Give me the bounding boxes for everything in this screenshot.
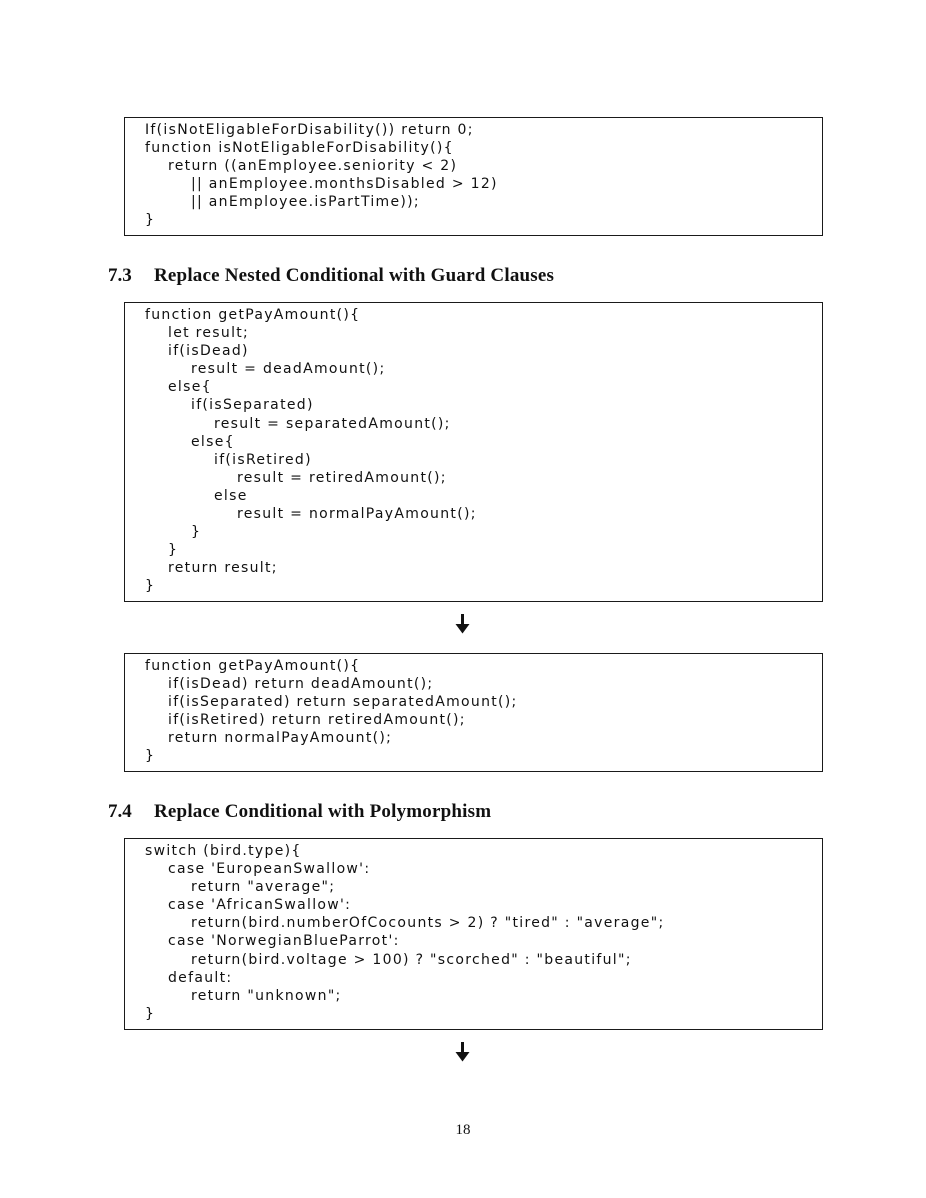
code-line: } (145, 1005, 156, 1022)
code-line: if(isRetired) return retiredAmount(); (145, 712, 466, 729)
section-heading-7-4: 7.4 Replace Conditional with Polymorphism (108, 801, 491, 823)
code-line: function isNotEligableForDisability(){ (145, 140, 454, 157)
code-line: } (145, 748, 156, 765)
code-line: if(isRetired) (145, 451, 312, 468)
code-block-nested-conditional: function getPayAmount(){ let result; if(… (124, 302, 823, 602)
section-heading-7-3: 7.3 Replace Nested Conditional with Guard… (108, 265, 554, 287)
code-line: function getPayAmount(){ (145, 658, 361, 674)
code-line: switch (bird.type){ (145, 843, 302, 859)
code-line: } (145, 578, 156, 595)
code-line: return result; (145, 560, 278, 577)
code-line: result = retiredAmount(); (145, 469, 447, 486)
code-line: else{ (145, 433, 235, 450)
arrow-down-icon (455, 1042, 470, 1062)
code-line: result = deadAmount(); (145, 361, 386, 378)
code-line: return ((anEmployee.seniority < 2) (145, 158, 458, 175)
code-line: } (145, 542, 179, 559)
code-block-guard-clauses: function getPayAmount(){ if(isDead) retu… (124, 653, 823, 772)
arrow-down-icon (455, 614, 470, 634)
code-line: return "average"; (145, 879, 336, 896)
code-block-disability-guard: If(isNotEligableForDisability()) return … (124, 117, 823, 236)
code-line: || anEmployee.monthsDisabled > 12) (145, 176, 498, 193)
code-line: if(isSeparated) (145, 397, 314, 414)
code-line: return normalPayAmount(); (145, 730, 393, 747)
code-line: return(bird.voltage > 100) ? "scorched" … (145, 951, 632, 968)
code-line: if(isDead) return deadAmount(); (145, 676, 434, 693)
code-line: case 'NorwegianBlueParrot': (145, 933, 400, 950)
section-title: Replace Nested Conditional with Guard Cl… (154, 265, 555, 286)
code-line: case 'EuropeanSwallow': (145, 861, 371, 878)
code-line: return "unknown"; (145, 987, 342, 1004)
code-line: else{ (145, 379, 212, 396)
code-line: If(isNotEligableForDisability()) return … (145, 122, 474, 138)
code-line: else (145, 487, 248, 504)
code-line: function getPayAmount(){ (145, 307, 361, 323)
code-line: || anEmployee.isPartTime)); (145, 194, 420, 211)
code-line: } (145, 212, 156, 229)
page-number: 18 (455, 1122, 471, 1138)
code-block-switch-bird-type: switch (bird.type){ case 'EuropeanSwallo… (124, 838, 823, 1030)
code-line: return(bird.numberOfCocounts > 2) ? "tir… (145, 915, 665, 932)
section-title: Replace Conditional with Polymorphism (154, 801, 492, 822)
section-number: 7.4 (108, 801, 132, 822)
section-number: 7.3 (108, 265, 132, 286)
code-line: if(isSeparated) return separatedAmount()… (145, 694, 518, 711)
code-line: if(isDead) (145, 343, 249, 360)
code-line: result = normalPayAmount(); (145, 506, 477, 523)
code-line: let result; (145, 325, 250, 342)
code-line: } (145, 524, 202, 541)
code-line: result = separatedAmount(); (145, 415, 451, 432)
code-line: case 'AfricanSwallow': (145, 897, 352, 914)
code-line: default: (145, 969, 233, 986)
